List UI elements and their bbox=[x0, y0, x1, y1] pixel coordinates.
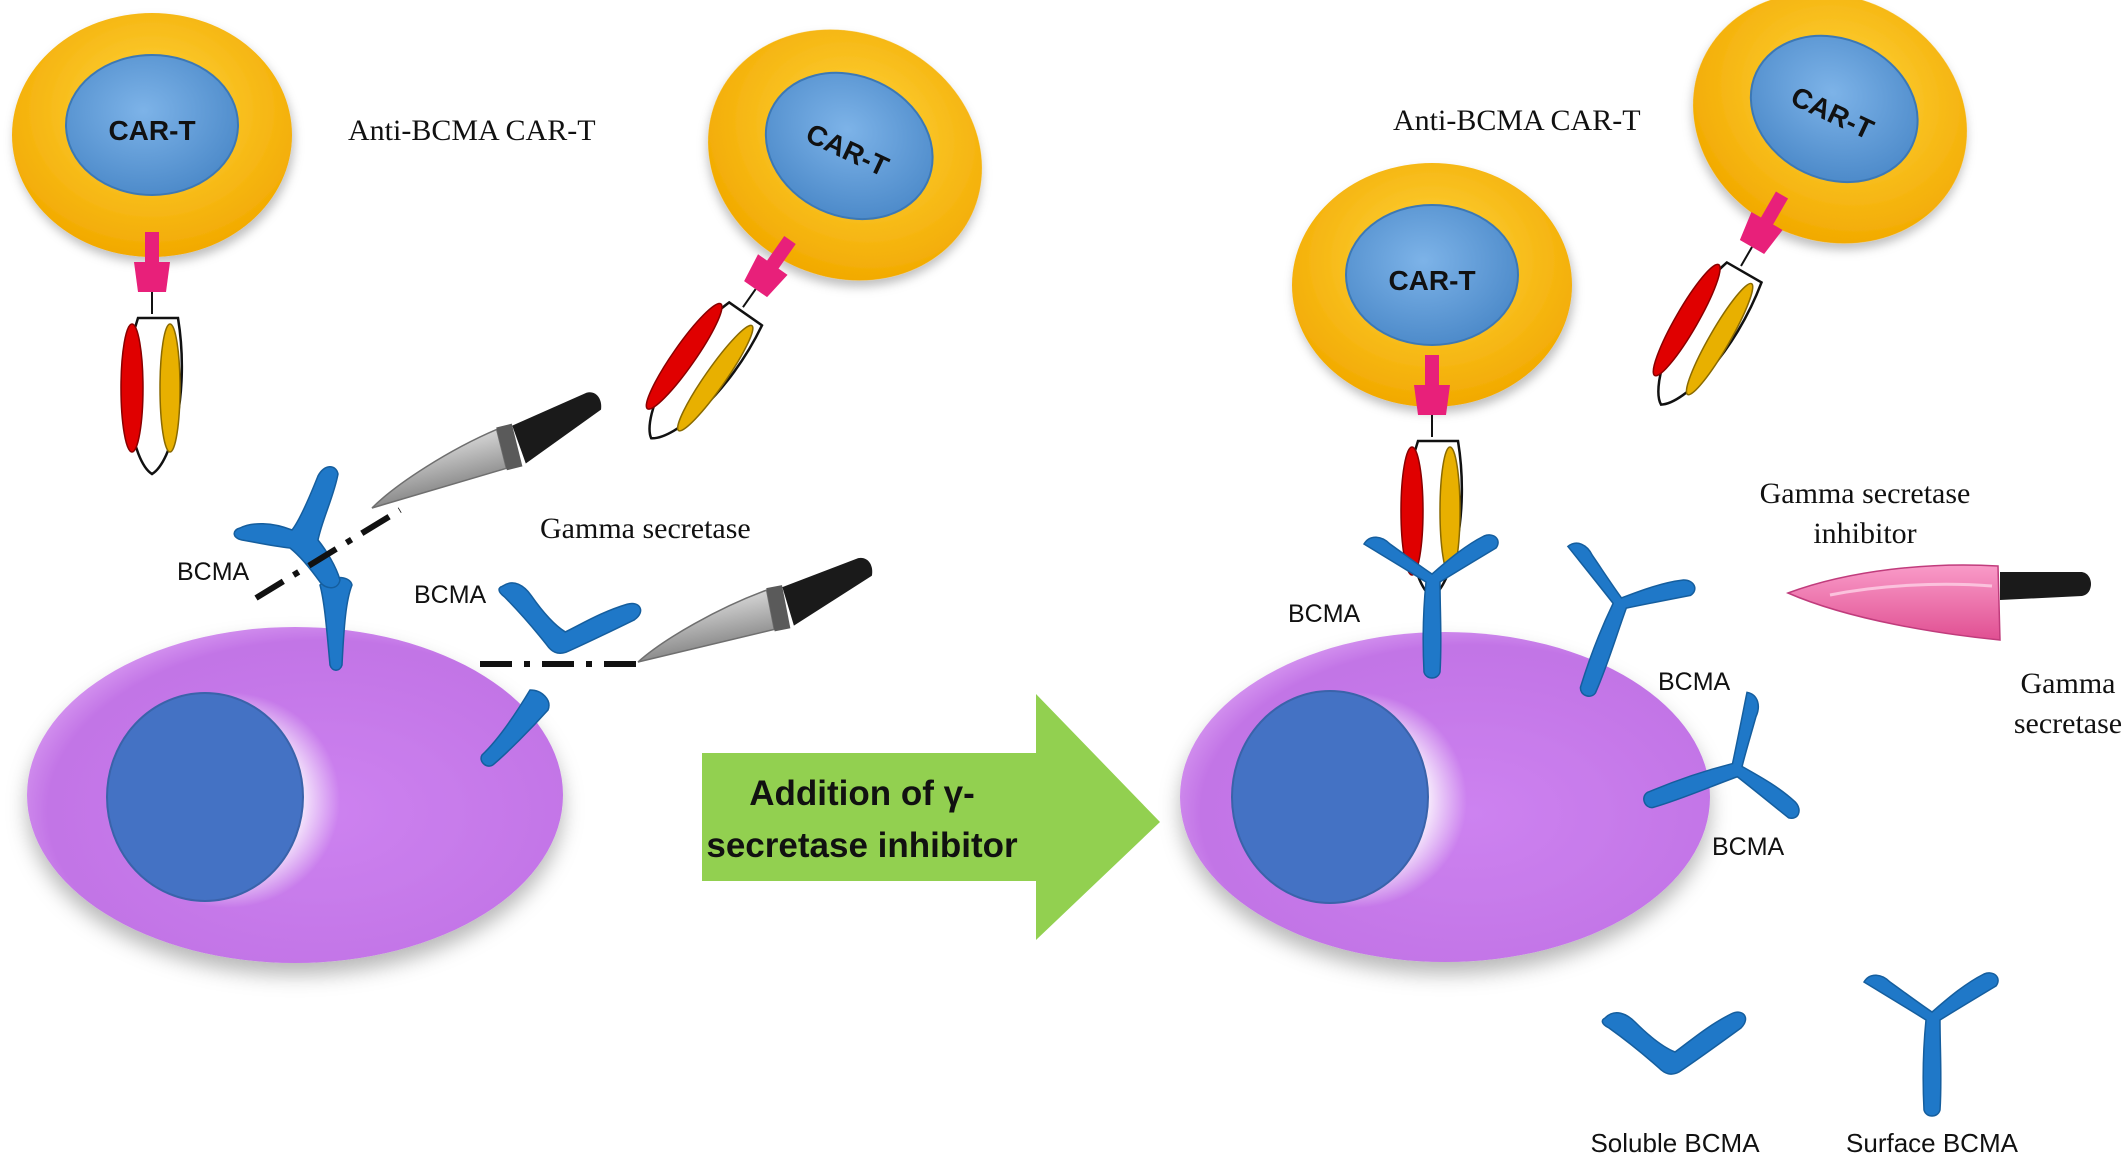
legend-surface-bcma-icon bbox=[1863, 972, 1999, 1117]
car-t-cell-top-middle: CAR-T bbox=[624, 0, 1024, 457]
legend-soluble-bcma-label: Soluble BCMA bbox=[1590, 1128, 1760, 1158]
knife-icon bbox=[356, 389, 613, 509]
plasma-cell-left bbox=[27, 627, 563, 963]
soluble-bcma-fragment-upper bbox=[233, 466, 341, 589]
plasma-cell-right bbox=[1180, 632, 1710, 962]
bcma-label: BCMA bbox=[1288, 600, 1361, 628]
gamma-secretase-label-line1: Gamma bbox=[2021, 667, 2116, 700]
soluble-bcma-fragment-lower bbox=[489, 579, 643, 667]
process-arrow: Addition of γ- secretase inhibitor bbox=[702, 694, 1160, 940]
inhibitor-knife-icon bbox=[1785, 564, 2091, 641]
legend-soluble-bcma-icon bbox=[1601, 1011, 1747, 1075]
car-t-cell-right-binding: CAR-T bbox=[1292, 163, 1572, 599]
car-t-label: CAR-T bbox=[108, 115, 195, 146]
bcma-stub-left-top bbox=[319, 576, 353, 671]
cleavage-line-upper bbox=[254, 507, 402, 601]
arrow-label-line1: Addition of γ- bbox=[749, 774, 975, 813]
car-t-label: CAR-T bbox=[1388, 265, 1475, 296]
bcma-label: BCMA bbox=[1712, 833, 1785, 861]
anti-bcma-car-t-label-right: Anti-BCMA CAR-T bbox=[1393, 104, 1641, 137]
arrow-label-line2: secretase inhibitor bbox=[706, 826, 1018, 865]
bcma-label: BCMA bbox=[177, 558, 250, 586]
legend: Soluble BCMA Surface BCMA bbox=[1590, 972, 2019, 1158]
bcma-label: BCMA bbox=[1658, 668, 1731, 696]
gamma-secretase-inhibitor-label-line2: inhibitor bbox=[1813, 517, 1916, 550]
anti-bcma-car-t-label-left: Anti-BCMA CAR-T bbox=[348, 114, 596, 147]
gamma-secretase-label: Gamma secretase bbox=[540, 512, 751, 545]
knife-icon bbox=[625, 555, 882, 663]
car-t-cell-top-right: CAR-T bbox=[1632, 0, 2008, 421]
bcma-stub-left-right bbox=[480, 689, 550, 767]
legend-surface-bcma-label: Surface BCMA bbox=[1846, 1128, 2019, 1158]
gamma-secretase-inhibitor-label-line1: Gamma secretase bbox=[1760, 477, 1971, 510]
car-t-cell-top-left: CAR-T bbox=[12, 13, 292, 476]
gamma-secretase-label-line2: secretase bbox=[2014, 707, 2122, 740]
bcma-label: BCMA bbox=[414, 581, 487, 609]
